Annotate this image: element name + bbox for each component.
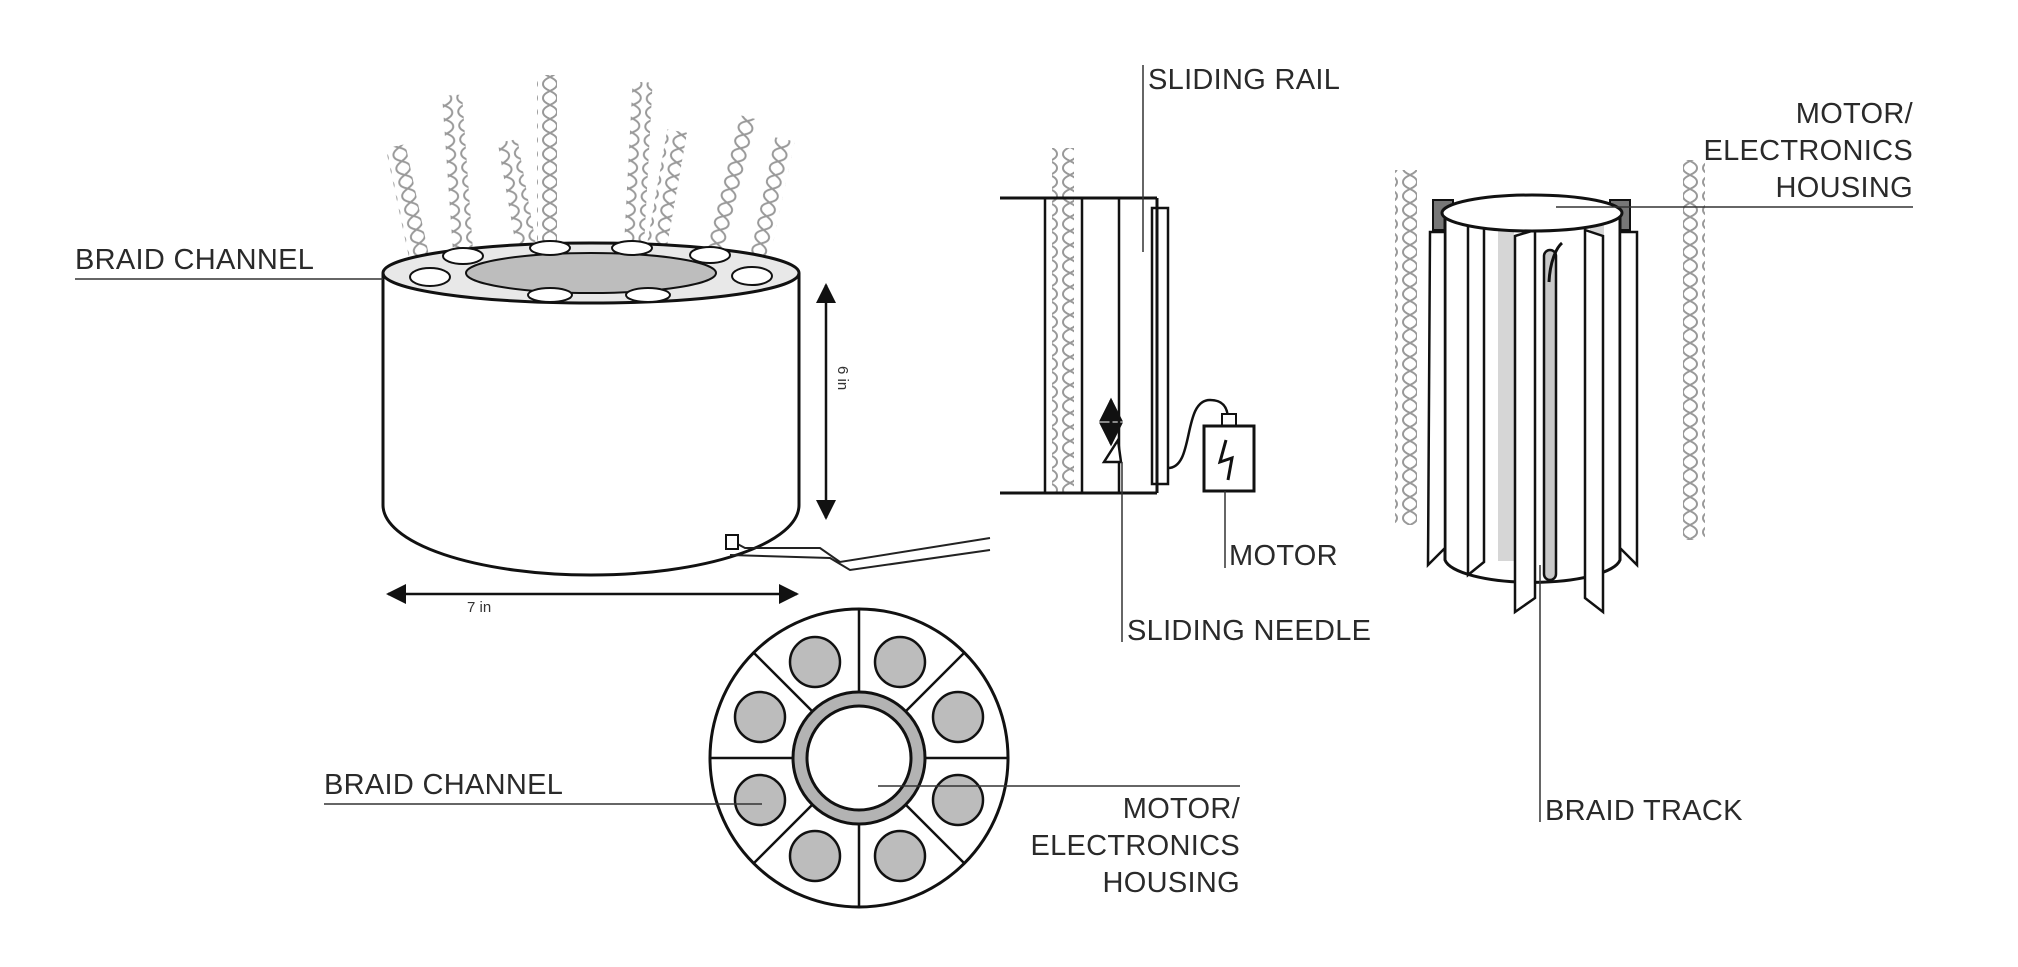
rim-channel-holes — [409, 240, 773, 303]
motor-housing-label-bottom-2: ELECTRONICS — [1030, 830, 1240, 862]
braid-track-label: BRAID TRACK — [1545, 795, 1743, 827]
motor-label: MOTOR — [1229, 540, 1338, 572]
braid-track-slot — [1542, 248, 1558, 582]
braid-channel-label-top: BRAID CHANNEL — [75, 244, 314, 276]
sliding-rail-shape — [1150, 206, 1170, 486]
braid-strands-top — [385, 75, 795, 281]
motor-housing-label-right-2: ELECTRONICS — [1703, 135, 1913, 167]
braid-strand-side — [1052, 148, 1074, 493]
sliding-needle-shape — [1101, 436, 1123, 464]
braid-strand-left — [1395, 170, 1417, 525]
side-section-view: SLIDING RAIL MOTOR SLIDING NEEDLE — [1000, 64, 1371, 647]
cylinder-perspective-view: 6 in 7 in BRAID CHANNEL — [75, 75, 991, 616]
width-dimension-label: 7 in — [467, 599, 491, 616]
braid-strand-right — [1683, 160, 1705, 540]
top-plan-view: BRAID CHANNEL MOTOR/ ELECTRONICS HOUSING — [324, 607, 1241, 909]
sliding-needle-label: SLIDING NEEDLE — [1127, 615, 1371, 647]
housing-top — [1440, 193, 1624, 233]
motor-housing-label-right-3: HOUSING — [1776, 172, 1913, 204]
finned-cylinder-view: MOTOR/ ELECTRONICS HOUSING BRAID TRACK — [1395, 98, 1914, 827]
central-hub — [805, 704, 913, 812]
braid-channel-label-bottom: BRAID CHANNEL — [324, 769, 563, 801]
sliding-rail-label: SLIDING RAIL — [1148, 64, 1340, 96]
height-dimension-label: 6 in — [834, 366, 851, 390]
motor-housing-label-bottom-1: MOTOR/ — [1123, 793, 1241, 825]
motor-housing-label-bottom-3: HOUSING — [1103, 867, 1240, 899]
lightning-icon — [1217, 439, 1234, 481]
braid-channels-plan — [733, 635, 985, 883]
motor-housing-label-right-1: MOTOR/ — [1796, 98, 1914, 130]
